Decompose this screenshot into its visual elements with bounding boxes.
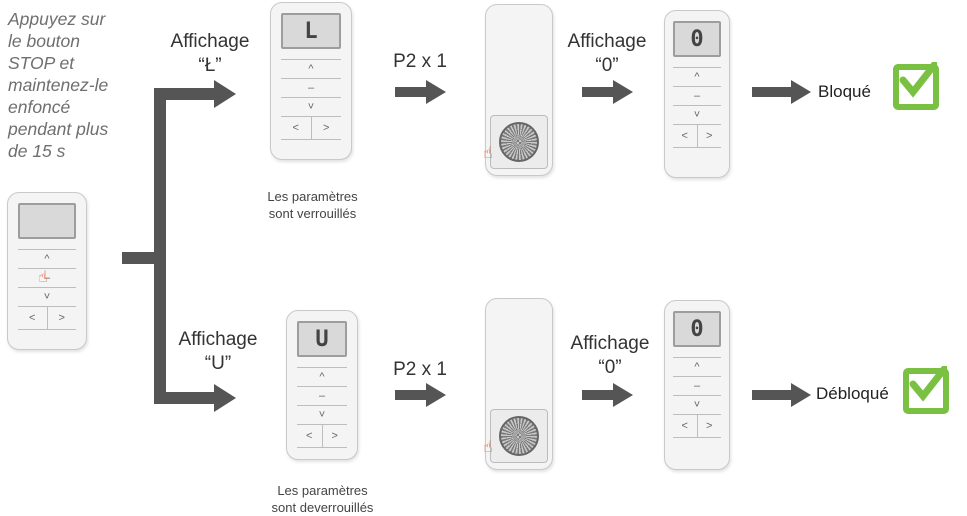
battery-compartment <box>490 409 548 463</box>
down-key: ˅ <box>18 288 76 307</box>
left-key: < <box>297 425 323 447</box>
finger-press-icon: ☝ <box>483 439 493 456</box>
battery-compartment <box>490 115 548 169</box>
down-key: ˅ <box>297 406 347 425</box>
nav-keys: < > <box>673 415 721 438</box>
stop-key: – <box>673 87 721 106</box>
right-key: > <box>323 122 330 134</box>
right-key: > <box>331 430 338 442</box>
instruction-text: Appuyez sur le bouton STOP et maintenez-… <box>8 9 109 161</box>
row1-result: Bloqué <box>818 82 871 101</box>
row2-step-label: P2 x 1 <box>393 359 447 380</box>
right-key: > <box>706 420 713 432</box>
left-key: < <box>673 415 698 437</box>
row2-result-keypad: ^ – ˅ < > <box>673 357 721 438</box>
row2-result-screen: 0 <box>673 311 721 347</box>
stop-key: – <box>673 377 721 396</box>
p2-dial <box>499 416 539 456</box>
row2-display-label: Affichage “U” <box>178 329 258 374</box>
stop-key: – <box>297 387 347 406</box>
nav-keys: < > <box>18 307 76 330</box>
remote-screen <box>18 203 76 239</box>
row1-result-keypad: ^ – ˅ < > <box>673 67 721 148</box>
row2-result: Débloqué <box>816 384 889 403</box>
left-key: < <box>673 125 698 147</box>
row2-display2-label: Affichage “0” <box>570 333 650 378</box>
right-key: > <box>706 130 713 142</box>
row1-remote-back: ☝ <box>483 4 553 176</box>
row1-keypad: ^ – ˅ < > <box>281 59 341 140</box>
up-key: ^ <box>673 357 721 377</box>
stop-key: – <box>18 269 76 288</box>
check-icon <box>893 62 939 110</box>
nav-keys: < > <box>297 425 347 448</box>
row1-result-screen: 0 <box>673 21 721 57</box>
down-key: ˅ <box>281 98 341 117</box>
row1-display2-label: Affichage “0” <box>567 31 647 76</box>
finger-press-icon: ☝ <box>483 145 493 162</box>
row1-remote: L ^ – ˅ < > <box>270 2 352 160</box>
finger-press-icon: ☝ <box>38 269 48 286</box>
row2-remote: U ^ – ˅ < > <box>286 310 358 460</box>
up-key: ^ <box>297 367 347 387</box>
down-key: ˅ <box>673 396 721 415</box>
nav-keys: < > <box>281 117 341 140</box>
right-key: > <box>58 312 65 324</box>
p2-dial <box>499 122 539 162</box>
down-key: ˅ <box>673 106 721 125</box>
up-key: ^ <box>281 59 341 79</box>
row2-remote-screen: U <box>297 321 347 357</box>
up-key: ^ <box>18 249 76 269</box>
left-key: < <box>18 307 48 329</box>
row2-remote-back: ☝ <box>483 298 553 470</box>
row2-remote-result: 0 ^ – ˅ < > <box>664 300 730 470</box>
row1-remote-result: 0 ^ – ˅ < > <box>664 10 730 178</box>
nav-keys: < > <box>673 125 721 148</box>
row1-display-label: Affichage “Ł” <box>170 31 250 76</box>
left-key: < <box>281 117 312 139</box>
row2-caption: Les paramètres sont deverrouillés <box>271 483 374 515</box>
remote-keypad: ^ – ˅ < > <box>18 249 76 330</box>
row1-caption: Les paramètres sont verrouillés <box>267 189 358 221</box>
row1-step-label: P2 x 1 <box>393 51 447 72</box>
up-key: ^ <box>673 67 721 87</box>
main-remote: ^ – ˅ < > ☝ <box>7 192 87 350</box>
row2-keypad: ^ – ˅ < > <box>297 367 347 448</box>
check-icon <box>903 366 949 414</box>
stop-key: – <box>281 79 341 98</box>
row1-remote-screen: L <box>281 13 341 49</box>
